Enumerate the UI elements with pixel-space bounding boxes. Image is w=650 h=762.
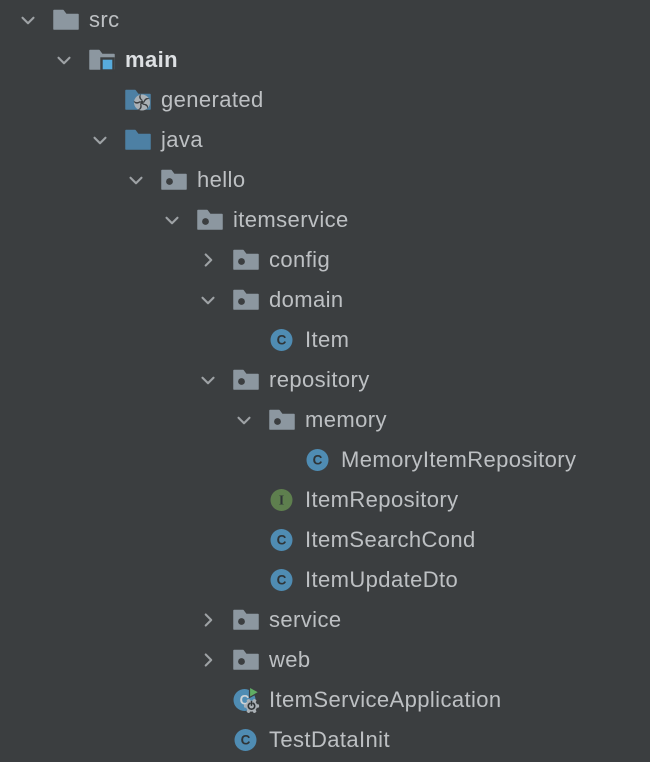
tree-item-label: web <box>269 647 311 672</box>
indent-spacer <box>196 728 220 752</box>
svg-text:C: C <box>277 573 287 588</box>
chevron-down-icon[interactable] <box>16 8 40 32</box>
tree-row-web[interactable]: web <box>0 640 650 680</box>
chevron-down-icon[interactable] <box>124 168 148 192</box>
folder-icon <box>52 6 80 34</box>
tree-row-src[interactable]: src <box>0 0 650 40</box>
package-icon <box>232 646 260 674</box>
svg-text:I: I <box>279 493 284 508</box>
chevron-down-icon[interactable] <box>160 208 184 232</box>
package-icon <box>232 246 260 274</box>
tree-row-itemserviceapplication[interactable]: C ItemServiceApplication <box>0 680 650 720</box>
package-icon <box>232 366 260 394</box>
tree-row-java[interactable]: java <box>0 120 650 160</box>
tree-row-memory[interactable]: memory <box>0 400 650 440</box>
package-icon <box>232 606 260 634</box>
tree-row-itemupdatedto[interactable]: C ItemUpdateDto <box>0 560 650 600</box>
indent-spacer <box>232 488 256 512</box>
tree-item-label: repository <box>269 367 370 392</box>
chevron-down-icon[interactable] <box>196 288 220 312</box>
tree-row-testdatainit[interactable]: C TestDataInit <box>0 720 650 760</box>
tree-item-label: hello <box>197 167 246 192</box>
indent-spacer <box>88 88 112 112</box>
tree-item-label: generated <box>161 87 264 112</box>
tree-row-itemservice[interactable]: itemservice <box>0 200 650 240</box>
svg-text:C: C <box>277 333 287 348</box>
class-icon: C <box>304 446 332 474</box>
indent-spacer <box>268 448 292 472</box>
class-icon: C <box>268 326 296 354</box>
class-icon: C <box>232 726 260 754</box>
tree-item-label: config <box>269 247 331 272</box>
tree-row-itemrepository[interactable]: I ItemRepository <box>0 480 650 520</box>
tree-item-label: java <box>161 127 203 152</box>
svg-text:C: C <box>277 533 287 548</box>
tree-item-label: ItemSearchCond <box>305 527 476 552</box>
indent-spacer <box>232 328 256 352</box>
package-icon <box>232 286 260 314</box>
package-icon <box>268 406 296 434</box>
tree-row-domain[interactable]: domain <box>0 280 650 320</box>
sources-root-icon <box>88 46 116 74</box>
sources-folder-icon <box>124 126 152 154</box>
svg-text:C: C <box>313 453 323 468</box>
tree-item-label: Item <box>305 327 350 352</box>
tree-row-hello[interactable]: hello <box>0 160 650 200</box>
package-icon <box>160 166 188 194</box>
indent-spacer <box>196 688 220 712</box>
chevron-right-icon[interactable] <box>196 648 220 672</box>
tree-item-label: src <box>89 7 120 32</box>
tree-item-label: service <box>269 607 342 632</box>
tree-row-memoryitemrepository[interactable]: C MemoryItemRepository <box>0 440 650 480</box>
tree-item-label: main <box>125 47 178 72</box>
indent-spacer <box>232 528 256 552</box>
tree-row-config[interactable]: config <box>0 240 650 280</box>
chevron-right-icon[interactable] <box>196 248 220 272</box>
tree-item-label: ItemUpdateDto <box>305 567 459 592</box>
tree-item-label: ItemServiceApplication <box>269 687 502 712</box>
tree-row-generated[interactable]: generated <box>0 80 650 120</box>
svg-text:C: C <box>240 693 250 708</box>
chevron-down-icon[interactable] <box>232 408 256 432</box>
tree-item-label: MemoryItemRepository <box>341 447 577 472</box>
tree-row-item[interactable]: C Item <box>0 320 650 360</box>
runnable-class-icon: C <box>232 686 260 714</box>
chevron-down-icon[interactable] <box>52 48 76 72</box>
tree-item-label: ItemRepository <box>305 487 459 512</box>
tree-row-service[interactable]: service <box>0 600 650 640</box>
class-icon: C <box>268 526 296 554</box>
chevron-down-icon[interactable] <box>196 368 220 392</box>
tree-item-label: domain <box>269 287 344 312</box>
generated-folder-icon <box>124 86 152 114</box>
chevron-down-icon[interactable] <box>88 128 112 152</box>
tree-row-repository[interactable]: repository <box>0 360 650 400</box>
class-icon: C <box>268 566 296 594</box>
svg-text:C: C <box>241 733 251 748</box>
tree-item-label: itemservice <box>233 207 349 232</box>
chevron-right-icon[interactable] <box>196 608 220 632</box>
interface-icon: I <box>268 486 296 514</box>
indent-spacer <box>232 568 256 592</box>
package-icon <box>196 206 224 234</box>
tree-row-main[interactable]: main <box>0 40 650 80</box>
tree-item-label: memory <box>305 407 387 432</box>
tree-row-itemsearchcond[interactable]: C ItemSearchCond <box>0 520 650 560</box>
tree-item-label: TestDataInit <box>269 727 390 752</box>
